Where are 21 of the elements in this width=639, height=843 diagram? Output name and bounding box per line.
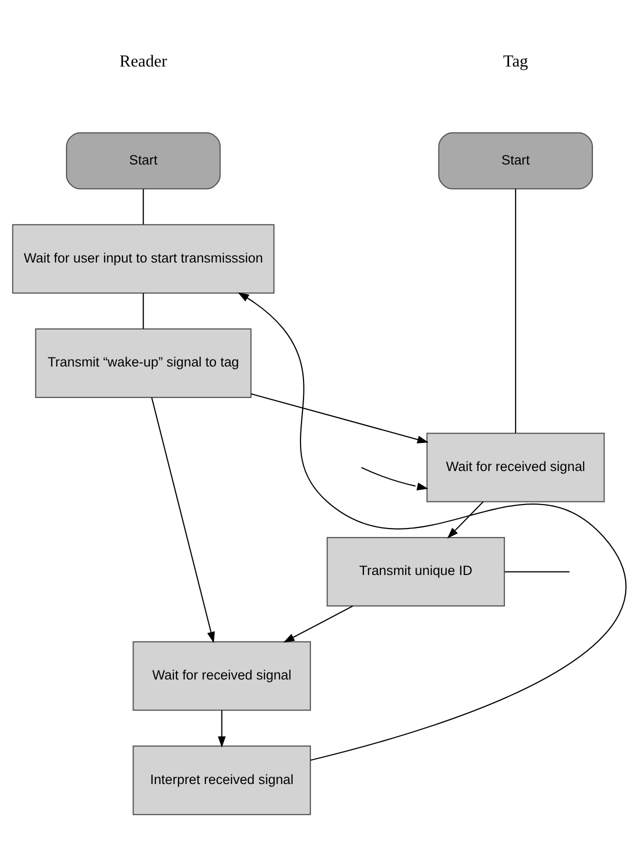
arrow	[238, 292, 626, 761]
arrow	[218, 710, 226, 748]
connector	[142, 189, 144, 224]
node-box: Transmit unique ID	[326, 537, 505, 607]
node-box: Wait for received signal	[426, 432, 605, 502]
label: Reader	[120, 52, 168, 71]
connector	[515, 188, 516, 433]
arrow	[361, 466, 428, 490]
node-box: Interpret received signal	[132, 746, 311, 816]
connector	[142, 293, 144, 329]
label: Tag	[503, 52, 528, 71]
arrow	[447, 501, 484, 539]
arrow	[283, 606, 354, 643]
arrow	[151, 397, 215, 644]
connector	[504, 571, 570, 572]
node-box: Wait for received signal	[132, 641, 311, 711]
node-box: Start	[66, 132, 221, 190]
node-box: Wait for user input to start transmisssion	[12, 224, 274, 294]
arrow	[250, 393, 429, 444]
node-box: Transmit “wake-up” signal to tag	[35, 328, 252, 398]
node-box: Start	[438, 132, 593, 190]
